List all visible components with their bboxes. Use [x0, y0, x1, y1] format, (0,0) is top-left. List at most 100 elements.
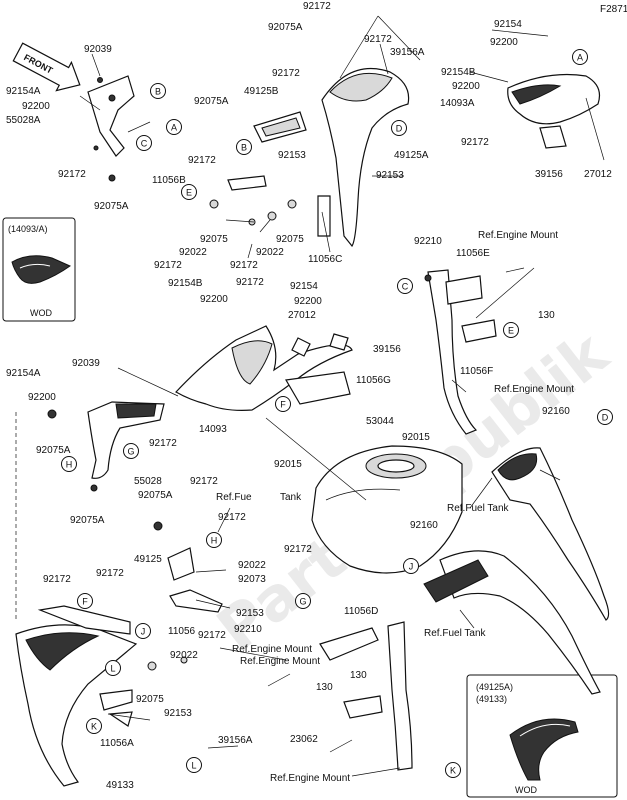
callout-C2: C [397, 278, 413, 294]
part-label: 27012 [584, 169, 612, 180]
part-label: 39156 [373, 344, 401, 355]
part-label: 92154A [6, 86, 41, 97]
lower-left-bracket [47, 401, 165, 492]
leader-lines [79, 15, 561, 777]
part-label: 92073 [238, 574, 266, 585]
part-label: 14093A [440, 98, 475, 109]
inset-2-code: (49125A) [476, 682, 513, 692]
inset-14093a: (14093/A) WOD [2, 217, 76, 322]
callout-C1: C [136, 135, 152, 151]
part-label: 92160 [410, 520, 438, 531]
callout-H1: H [61, 456, 77, 472]
callout-H2: H [206, 532, 222, 548]
part-label: 92153 [236, 608, 264, 619]
part-label: 92172 [236, 277, 264, 288]
callout-J2: J [135, 623, 151, 639]
right-engine-brackets [424, 269, 497, 435]
part-label: 92172 [218, 512, 246, 523]
figure-code: F2871 [600, 4, 627, 15]
callout-F2: F [77, 593, 93, 609]
part-label: 49125A [394, 150, 429, 161]
ref-label: Ref.Engine Mount [240, 656, 320, 667]
svg-text:D: D [396, 124, 403, 134]
part-label: 130 [350, 670, 367, 681]
ref-label: Ref.Engine Mount [270, 773, 350, 784]
inset-2-code2: (49133) [476, 694, 507, 704]
svg-text:G: G [127, 447, 134, 457]
svg-text:J: J [409, 562, 414, 572]
part-label: 92075A [194, 96, 229, 107]
part-label: 14093 [199, 424, 227, 435]
svg-text:L: L [110, 664, 115, 674]
part-label: 11056 [168, 626, 196, 637]
part-label: 39156A [218, 735, 253, 746]
part-label: 92172 [154, 260, 182, 271]
svg-text:B: B [155, 87, 161, 97]
part-label: 92022 [179, 247, 207, 258]
part-label: 92200 [28, 392, 56, 403]
part-label: 92200 [490, 37, 518, 48]
part-label: 92172 [364, 34, 392, 45]
part-label: 92200 [294, 296, 322, 307]
part-label: 49133 [106, 780, 134, 791]
upper-right-cover [507, 73, 605, 161]
callout-G2: G [295, 593, 311, 609]
part-label: 92172 [149, 438, 177, 449]
part-label: 92022 [170, 650, 198, 661]
ref-label: Ref.Fuel Tank [424, 628, 487, 639]
part-label: 92154B [441, 67, 476, 78]
callout-K1: K [86, 718, 102, 734]
part-label: 92075 [136, 694, 164, 705]
callout-F1: F [275, 396, 291, 412]
part-label: 11056E [456, 248, 490, 259]
part-label: 92075A [94, 201, 129, 212]
svg-text:C: C [402, 282, 409, 292]
part-labels: 92172 92075A 92172 39156A 92172 92154 92… [6, 1, 612, 791]
part-label: 92172 [96, 568, 124, 579]
part-label: 92075A [268, 22, 303, 33]
part-label: 92172 [230, 260, 258, 271]
part-label: 92039 [72, 358, 100, 369]
upper-left-bracket [87, 75, 135, 182]
ref-label: Ref.Engine Mount [478, 230, 558, 241]
part-label: 92075 [200, 234, 228, 245]
svg-text:H: H [211, 536, 218, 546]
part-label: 92154 [494, 19, 522, 30]
callout-D1: D [391, 120, 407, 136]
part-label: 11056F [460, 366, 493, 377]
svg-text:A: A [171, 123, 177, 133]
callout-E2: E [503, 322, 519, 338]
part-label: 55028A [6, 115, 41, 126]
part-label: 39156A [390, 47, 425, 58]
part-label: 92200 [200, 294, 228, 305]
part-label: 92200 [22, 101, 50, 112]
inset-49125a-49133: (49125A) (49133) WOD [466, 674, 618, 798]
part-label: 92154 [290, 281, 318, 292]
part-label: 11056B [152, 175, 186, 186]
part-label: 92153 [164, 708, 192, 719]
callout-B2: B [236, 139, 252, 155]
part-label: 92015 [274, 459, 302, 470]
part-label: 11056D [344, 606, 378, 617]
inset-1-code: (14093/A) [8, 224, 48, 234]
ref-label: Ref.Engine Mount [494, 384, 574, 395]
ref-label: Ref.Fuel Tank [447, 503, 510, 514]
part-label: 92160 [542, 406, 570, 417]
part-label: 92200 [452, 81, 480, 92]
part-label: 11056G [356, 375, 391, 386]
callout-E1: E [181, 184, 197, 200]
part-label: 49125 [134, 554, 162, 565]
part-label: 92172 [461, 137, 489, 148]
part-label: 92075A [70, 515, 105, 526]
callout-D2: D [597, 409, 613, 425]
svg-text:E: E [508, 326, 514, 336]
ref-label: Ref.Fue [216, 492, 252, 503]
part-label: 49125B [244, 86, 279, 97]
svg-text:E: E [186, 188, 192, 198]
part-label: 92154B [168, 278, 203, 289]
svg-text:F: F [280, 400, 286, 410]
ref-label-tail: Tank [280, 492, 302, 503]
inset-1-footer: WOD [30, 308, 52, 318]
svg-text:B: B [241, 143, 247, 153]
